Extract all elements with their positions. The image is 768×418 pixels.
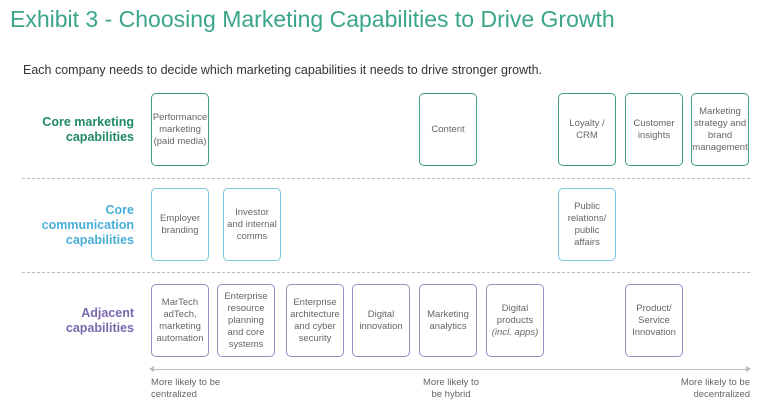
capability-box: Marketing analytics <box>419 284 477 357</box>
box-label: Digital products <box>496 302 534 326</box>
subtitle: Each company needs to decide which marke… <box>23 63 543 77</box>
capability-box: Product/ Service Innovation <box>625 284 683 357</box>
capability-box: Employer branding <box>151 188 209 261</box>
capability-box: Digital products(incl. apps) <box>486 284 544 357</box>
axis-label-left: More likely to be centralized <box>151 377 221 400</box>
row-divider <box>22 178 750 179</box>
capability-box: Marketing strategy and brand management <box>691 93 749 166</box>
double-arrow-icon <box>149 366 751 372</box>
row-label-core-marketing: Core marketing capabilities <box>42 115 134 144</box>
capability-box: Digital innovation <box>352 284 410 357</box>
box-note: (incl. apps) <box>491 326 539 338</box>
axis-label-middle: More likely to be hybrid <box>423 377 479 400</box>
axis-label-right: More likely to be decentralized <box>680 377 750 400</box>
capability-box: Enterprise resource planning and core sy… <box>217 284 275 357</box>
capability-box: Enterprise architecture and cyber securi… <box>286 284 344 357</box>
capability-box: Content <box>419 93 477 166</box>
capability-box: Investor and internal comms <box>223 188 281 261</box>
row-label-adjacent: Adjacent capabilities <box>65 306 134 335</box>
capability-box: Loyalty / CRM <box>558 93 616 166</box>
row-label-core-communication: Core communication capabilities <box>41 203 134 247</box>
row-divider <box>22 272 750 273</box>
capability-box: Public relations/ public affairs <box>558 188 616 261</box>
capability-box: Customer insights <box>625 93 683 166</box>
exhibit-title: Exhibit 3 - Choosing Marketing Capabilit… <box>10 6 615 32</box>
capability-box: MarTech adTech, marketing automation <box>151 284 209 357</box>
capability-box: Performance marketing (paid media) <box>151 93 209 166</box>
